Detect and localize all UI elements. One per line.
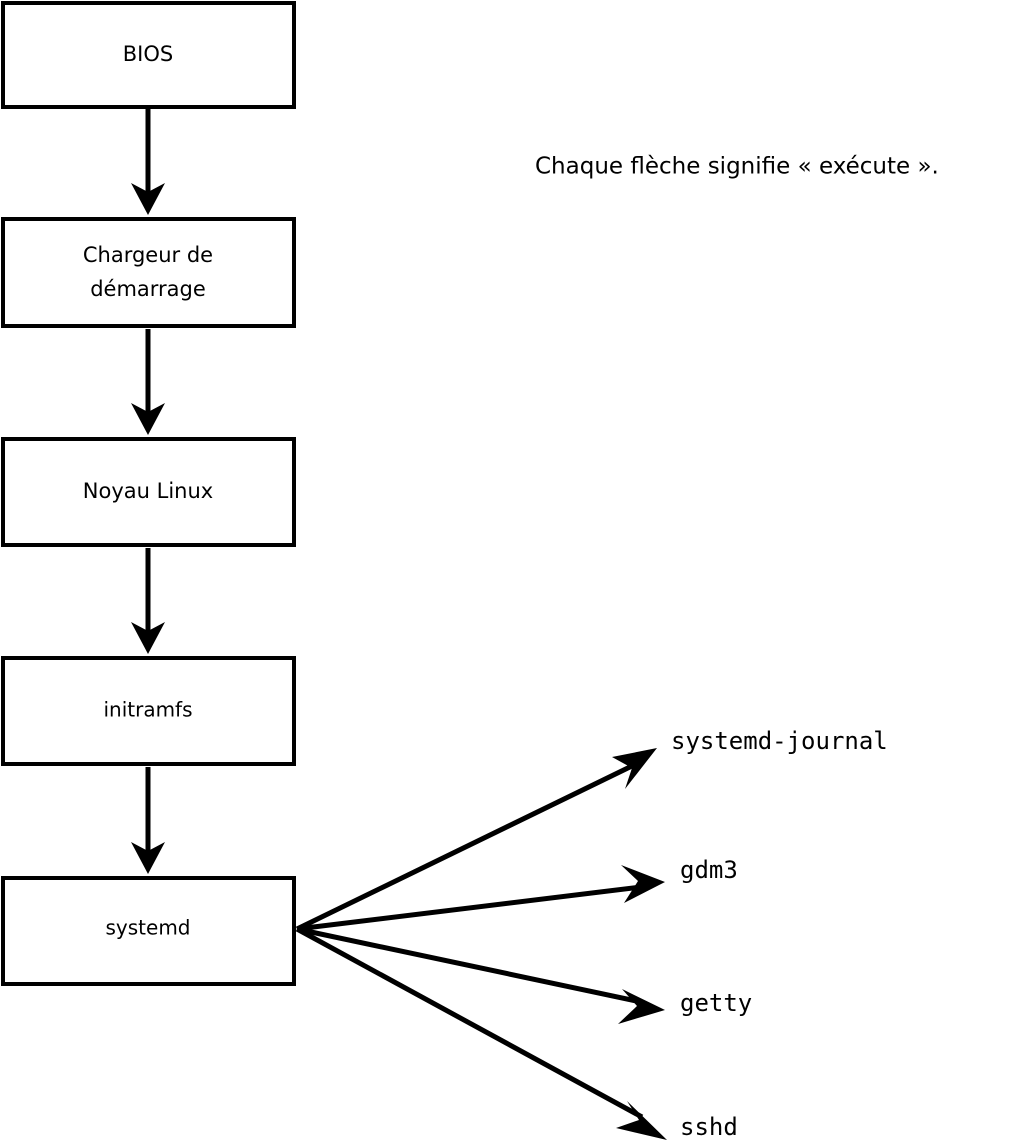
node-kernel-label: Noyau Linux [83,479,213,503]
node-initramfs-label: initramfs [103,698,192,722]
arrow-systemd-to-systemd-journal [295,748,657,932]
arrow-bios-to-bootloader [131,109,165,215]
node-systemd-rect[interactable] [1,876,296,986]
systemd-service-arrows [295,748,667,1140]
node-bios-rect[interactable] [1,1,296,109]
arrow-systemd-to-getty [296,926,665,1024]
node-kernel[interactable]: Noyau Linux [1,437,296,547]
arrow-kernel-to-initramfs [131,548,165,654]
node-bootloader-rect[interactable] [1,217,296,328]
arrow-bootloader-to-kernel [131,329,165,435]
arrow-systemd-to-gdm3 [296,865,665,932]
service-label-sshd: sshd [680,1113,738,1141]
node-bios[interactable]: BIOS [1,1,296,109]
node-bootloader-label-line2: démarrage [90,277,206,301]
arrow-systemd-to-sshd [295,926,667,1140]
node-bios-label: BIOS [123,42,173,66]
service-label-systemd-journal: systemd-journal [671,727,888,755]
service-label-getty: getty [680,989,752,1017]
node-initramfs-rect[interactable] [1,656,296,766]
service-labels: systemd-journal gdm3 getty sshd [671,727,888,1141]
node-bootloader-label-line1: Chargeur de [83,243,213,267]
node-systemd[interactable]: systemd [1,876,296,986]
node-kernel-rect[interactable] [1,437,296,547]
boot-chain-arrows [131,109,165,874]
service-label-gdm3: gdm3 [680,856,738,884]
boot-chain-nodes: BIOS Chargeur de démarrage Noyau Linux i… [1,1,296,986]
node-initramfs[interactable]: initramfs [1,656,296,766]
node-systemd-label: systemd [106,916,191,940]
node-bootloader[interactable]: Chargeur de démarrage [1,217,296,328]
arrow-meaning-note: Chaque flèche signifie « exécute ». [535,154,939,180]
arrow-initramfs-to-systemd [131,767,165,874]
